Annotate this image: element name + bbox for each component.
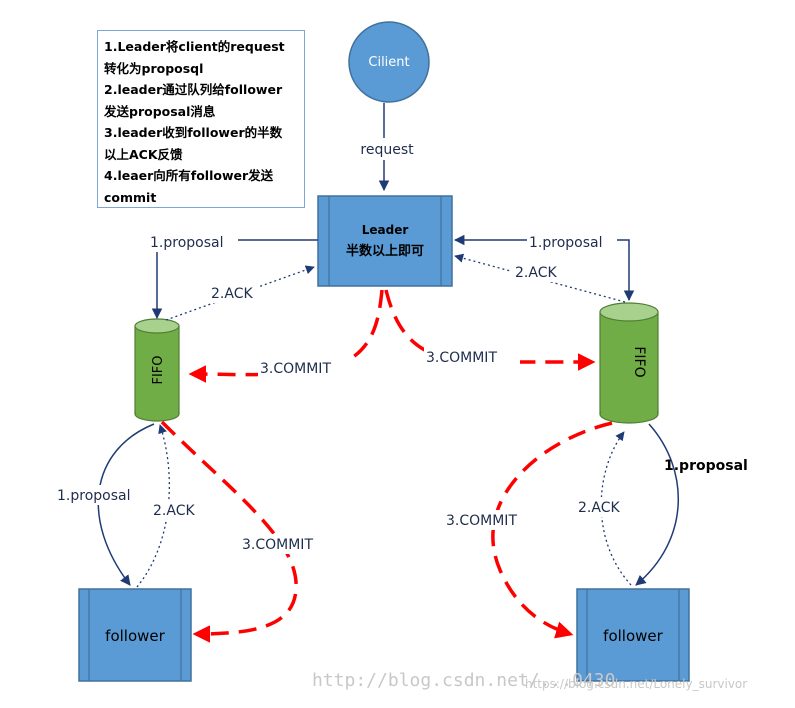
ack-arrow-left-bottom [136,424,170,588]
ack-arrow-right-top [454,253,626,303]
ack-label-right-bottom: 2.ACK [578,500,620,516]
commit-arrow-left-top [188,289,384,383]
follower-right-label: follower [603,627,663,645]
note-line: commit [104,189,157,205]
ack-arrow-left-top [165,265,315,321]
commit-label-right-bottom: 3.COMMIT [446,513,517,529]
note-line: 转化为proposql [104,60,204,76]
commit-label-left-bottom: 3.COMMIT [242,537,313,553]
note-line: 2.leader通过队列给follower [104,82,283,97]
note-line: 1.Leader将client的request [104,39,285,54]
note-line: 发送proposal消息 [104,103,216,119]
client-label: Cilient [368,55,409,70]
follower-left: follower [78,588,192,682]
watermark-primary: http://blog.csdn.net/...0430 [312,670,616,691]
commit-arrow-right-bottom [491,421,613,639]
proposal-label-left-bottom: 1.proposal [57,488,130,504]
proposal-arrow-right [453,234,635,302]
commit-label-right-top: 3.COMMIT [426,350,497,366]
fifo-left: FIFO [134,318,180,422]
commit-arrow-right-top [384,289,596,371]
ack-label-left-bottom: 2.ACK [153,503,195,519]
proposal-label-right-bottom: 1.proposal [664,458,748,474]
note-line: 以上ACK反馈 [104,146,183,162]
proposal-arrow-right-bottom [635,423,680,586]
fifo-left-label: FIFO [151,355,166,384]
note-line: 3.leader收到follower的半数 [104,125,283,140]
follower-left-label: follower [105,627,165,645]
leader-title: Leader [362,223,409,237]
steps-note: 1.Leader将client的request 转化为proposql 2.le… [97,30,305,208]
commit-arrow-left-bottom [160,420,298,643]
follower-right: follower [576,588,690,682]
leader-node: Leader 半数以上即可 [317,195,453,287]
leader-subtitle: 半数以上即可 [346,243,424,259]
proposal-label-right-top: 1.proposal [529,235,602,251]
fifo-right: FIFO [599,302,659,424]
commit-label-left-top: 3.COMMIT [260,361,331,377]
note-line: 4.leaer向所有follower发送 [104,168,274,183]
request-label: request [360,142,414,158]
ack-label-right-top: 2.ACK [515,265,557,281]
fifo-right-label: FIFO [631,346,647,377]
client-node: Cilient [348,21,430,103]
watermark-secondary: https://blog.csdn.net/Lonely_survivor [525,677,748,691]
proposal-label-left-top: 1.proposal [150,235,223,251]
ack-label-left-top: 2.ACK [211,286,253,302]
